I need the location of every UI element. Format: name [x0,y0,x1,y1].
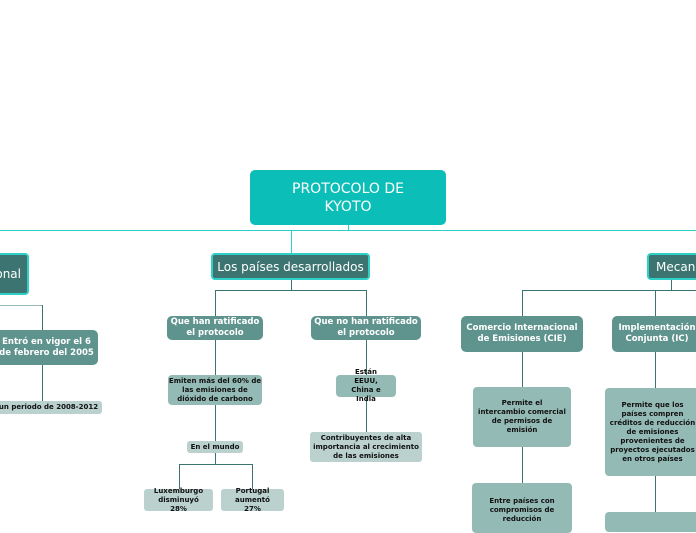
period-label: un periodo de 2008-2012 [0,403,99,411]
connector [366,290,367,316]
ic-node[interactable]: Implementación Conjunta (IC) [612,316,696,352]
left-topic-node[interactable]: onal [0,253,29,295]
connector [179,464,180,489]
luxembourg-label: Luxemburgo disminuyó 28% [153,486,204,513]
cie-between-node[interactable]: Entre países con compromisos de reducció… [472,483,572,533]
usa-china-india-node[interactable]: Están EEUU, China e India [336,368,396,403]
mechanisms-node[interactable]: Mecani [647,253,696,280]
cie-desc-node[interactable]: Permite el intercambio comercial de perm… [473,387,571,447]
connector [179,464,252,465]
ratified-label: Que han ratificado el protocolo [170,317,260,338]
connector [348,225,349,230]
connector [671,280,672,290]
not-ratified-node[interactable]: Que no han ratificado el protocolo [311,316,421,340]
connector [42,305,43,330]
entry-into-force-label: Entró en vigor el 6 de febrero del 2005 [0,336,94,358]
connector [252,464,253,489]
luxembourg-node[interactable]: Luxemburgo disminuyó 28% [144,486,213,513]
emissions-label: Emiten más del 60% de las emisiones de d… [168,376,262,403]
connector [0,305,42,306]
connector [0,230,696,231]
ic-label: Implementación Conjunta (IC) [618,323,696,344]
not-ratified-label: Que no han ratificado el protocolo [314,317,418,338]
contributors-node[interactable]: Contribuyentes de alta importancia al cr… [310,432,422,462]
emissions-node[interactable]: Emiten más del 60% de las emisiones de d… [168,375,262,405]
connector [522,290,696,291]
connector [215,290,366,291]
connector [291,280,292,290]
connector [655,290,656,316]
mechanisms-label: Mecani [656,259,696,274]
cie-between-label: Entre países con compromisos de reducció… [489,497,555,523]
ic-next-node[interactable] [605,512,696,532]
cie-label: Comercio Internacional de Emisiones (CIE… [466,323,578,344]
world-label: En el mundo [190,442,240,451]
entry-into-force-node[interactable]: Entró en vigor el 6 de febrero del 2005 [0,330,98,365]
connector [215,290,216,316]
cie-desc-label: Permite el intercambio comercial de perm… [478,399,566,434]
connector [42,365,43,401]
usa-china-india-label: Están EEUU, China e India [351,368,381,403]
contributors-label: Contribuyentes de alta importancia al cr… [313,433,419,460]
portugal-node[interactable]: Portugal aumentó 27% [221,486,284,513]
portugal-label: Portugal aumentó 27% [235,486,270,513]
ratified-node[interactable]: Que han ratificado el protocolo [167,316,263,340]
ic-desc-label: Permite que los países compren créditos … [609,400,696,463]
connector [522,290,523,316]
world-node[interactable]: En el mundo [187,441,243,453]
cie-node[interactable]: Comercio Internacional de Emisiones (CIE… [461,316,583,352]
connector [215,453,216,464]
developed-countries-label: Los países desarrollados [217,259,364,274]
root-node[interactable]: PROTOCOLO DE KYOTO [250,170,446,225]
left-topic-label: onal [0,267,21,281]
ic-desc-node[interactable]: Permite que los países compren créditos … [605,388,696,476]
period-node[interactable]: un periodo de 2008-2012 [0,401,102,414]
connector [291,230,292,253]
developed-countries-node[interactable]: Los países desarrollados [211,253,370,280]
root-label: PROTOCOLO DE KYOTO [292,180,404,215]
